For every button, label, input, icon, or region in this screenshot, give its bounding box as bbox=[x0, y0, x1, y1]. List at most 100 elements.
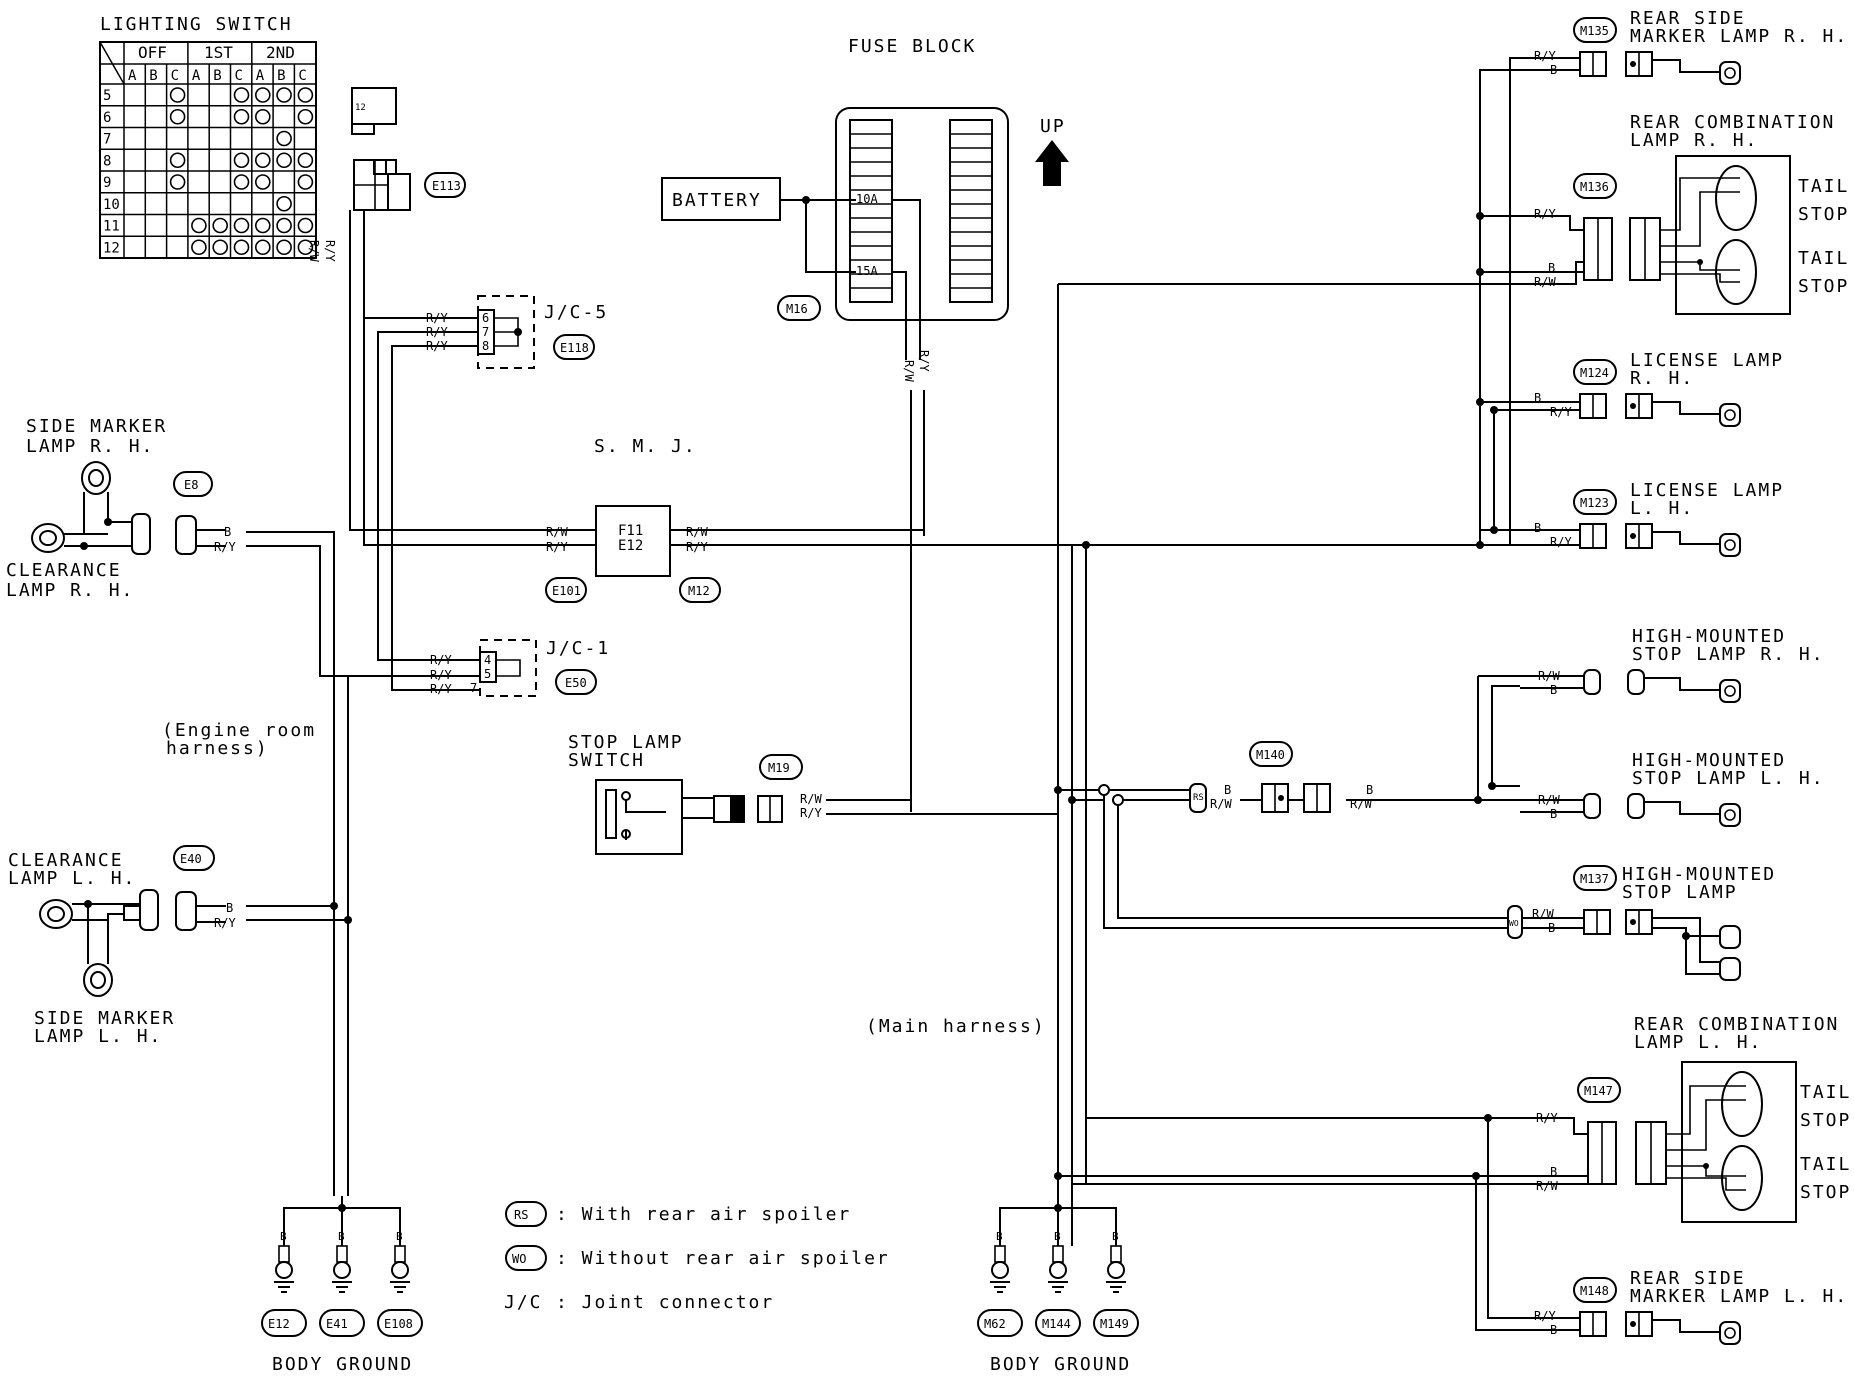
ls-column-label: A bbox=[128, 68, 137, 84]
smj-pin-f11: F11 bbox=[618, 523, 643, 539]
ls-row-label: 5 bbox=[103, 88, 111, 104]
ls-contact-mark bbox=[233, 87, 250, 103]
ls-contact-mark bbox=[297, 87, 314, 103]
m147-wire-rw: R/W bbox=[1536, 1179, 1558, 1193]
m140-label: M140 bbox=[1256, 748, 1285, 762]
ls-contact-mark bbox=[276, 195, 292, 212]
ls-contact-mark bbox=[169, 108, 186, 125]
rc-rh-stop-2: STOP bbox=[1798, 276, 1849, 297]
e101-label: E101 bbox=[552, 584, 581, 598]
connector-m136: M136 R/Y B R/W bbox=[1534, 173, 1617, 289]
e40-label: E40 bbox=[180, 852, 202, 866]
e8-wire-ry: R/Y bbox=[214, 540, 236, 554]
ls-1st: 1ST bbox=[204, 43, 233, 62]
smj-right-ry: R/Y bbox=[686, 540, 708, 554]
ls-contact-mark bbox=[233, 217, 250, 234]
legend-rs-code: RS bbox=[514, 1208, 528, 1222]
m19-wire-rw: R/W bbox=[800, 792, 822, 806]
m136-wire-rw: R/W bbox=[1534, 275, 1556, 289]
ground-wire-b: B bbox=[280, 1230, 287, 1243]
legend-rs-text: : With rear air spoiler bbox=[556, 1204, 851, 1225]
ls-contact-mark bbox=[254, 217, 271, 234]
ls-row-label: 10 bbox=[103, 197, 120, 213]
m123-lamp-name-1: LICENSE LAMP bbox=[1630, 480, 1784, 501]
rc-lh-stop-2: STOP bbox=[1800, 1182, 1851, 1203]
fuse-15a: 15A bbox=[856, 264, 878, 278]
clearance-rh-l1: CLEARANCE bbox=[6, 560, 122, 581]
m135-lamp-name-1: REAR SIDE bbox=[1630, 8, 1746, 29]
ls-contact-mark bbox=[169, 87, 186, 103]
smj-left-rw: R/W bbox=[546, 525, 568, 539]
ls-contact-mark bbox=[254, 87, 271, 103]
ls-contact-mark bbox=[191, 239, 207, 256]
m124-wire-1: B bbox=[1534, 391, 1541, 405]
m148-label: M148 bbox=[1580, 1284, 1609, 1298]
connector-m147: M147 R/Y B R/W bbox=[1536, 1077, 1621, 1193]
m19-label: M19 bbox=[768, 761, 790, 775]
ls-contact-mark bbox=[297, 239, 314, 256]
connector-e113-tag: E113 bbox=[424, 172, 466, 198]
m140-wire-rw: R/W bbox=[1210, 797, 1232, 811]
ls-contact-mark bbox=[276, 152, 292, 169]
smj-label: S. M. J. bbox=[594, 436, 697, 457]
m12-label: M12 bbox=[688, 584, 710, 598]
jc1-pin: 7 bbox=[470, 681, 477, 695]
connector-m19: M19 R/W R/Y bbox=[757, 754, 822, 823]
m124-lamp-name-2: R. H. bbox=[1630, 368, 1694, 389]
battery: BATTERY bbox=[661, 177, 781, 221]
ls-contact-mark bbox=[212, 217, 228, 234]
high-mounted-lh-wire-b: B bbox=[1550, 807, 1557, 821]
ls-contact-mark bbox=[276, 87, 292, 103]
battery-label: BATTERY bbox=[672, 190, 762, 211]
legend-wo-code: WO bbox=[512, 1252, 526, 1266]
stop-switch-l2: SWITCH bbox=[568, 750, 645, 771]
connector-face-upper: 12 bbox=[351, 87, 397, 135]
ground-wire-b: B bbox=[1112, 1230, 1119, 1243]
side-marker-lamp-rh: SIDE MARKER LAMP R. H. bbox=[26, 416, 165, 535]
ls-contact-mark bbox=[254, 239, 271, 256]
clearance-rh-l2: LAMP R. H. bbox=[6, 580, 134, 601]
clearance-lh-l1: CLEARANCE bbox=[8, 850, 124, 871]
m136-wire-ry: R/Y bbox=[1534, 207, 1556, 221]
ls-contact-mark bbox=[297, 174, 314, 190]
legend-jc-text: : Joint connector bbox=[556, 1292, 774, 1313]
ground-wire-b: B bbox=[996, 1230, 1003, 1243]
smj-right-rw: R/W bbox=[686, 525, 708, 539]
rear-combination-lamp-lh: REAR COMBINATION LAMP L. H. TAIL STOP TA… bbox=[1634, 1014, 1851, 1223]
ls-row-label: 9 bbox=[103, 175, 111, 191]
ls-contact-mark bbox=[254, 152, 271, 169]
ground-connector-label: M144 bbox=[1042, 1317, 1071, 1331]
jc5-pin: 6 bbox=[482, 311, 489, 325]
ls-row-label: 12 bbox=[103, 240, 120, 256]
ls-column-label: B bbox=[213, 68, 221, 84]
side-marker-lh-l1: SIDE MARKER bbox=[34, 1008, 175, 1029]
fuse-10a: 10A bbox=[856, 192, 878, 206]
ground-connector-label: E12 bbox=[268, 1317, 290, 1331]
rear-comb-lh-l2: LAMP L. H. bbox=[1634, 1032, 1762, 1053]
ls-contact-mark bbox=[233, 239, 250, 256]
smj-pin-e12: E12 bbox=[618, 538, 643, 554]
engine-harness-l1: (Engine room bbox=[162, 720, 316, 741]
rs-mark: RS bbox=[1193, 793, 1204, 803]
high-mounted-l2: STOP LAMP bbox=[1622, 882, 1738, 903]
ls-column-label: A bbox=[192, 68, 201, 84]
connector-e8: E8 B R/Y bbox=[173, 471, 236, 555]
e118-label: E118 bbox=[560, 341, 589, 355]
ls-2nd: 2ND bbox=[266, 43, 295, 62]
m140-wire-b-2: B bbox=[1366, 783, 1373, 797]
ls-contact-mark bbox=[297, 217, 314, 234]
clearance-lamp-lh: CLEARANCE LAMP L. H. bbox=[8, 850, 159, 931]
jc1-wire-ry: R/Y bbox=[430, 682, 452, 696]
up-arrow: UP bbox=[1035, 116, 1069, 186]
high-mounted-rh-wire-b: B bbox=[1550, 683, 1557, 697]
m19-wire-ry: R/Y bbox=[800, 806, 822, 820]
m136-wire-b: B bbox=[1548, 261, 1555, 275]
high-mounted-l1: HIGH-MOUNTED bbox=[1622, 864, 1776, 885]
ls-contact-mark bbox=[297, 108, 314, 125]
rc-rh-tail-1: TAIL bbox=[1798, 176, 1849, 197]
e40-wire-b: B bbox=[226, 901, 233, 915]
ground-wire-b: B bbox=[396, 1230, 403, 1243]
